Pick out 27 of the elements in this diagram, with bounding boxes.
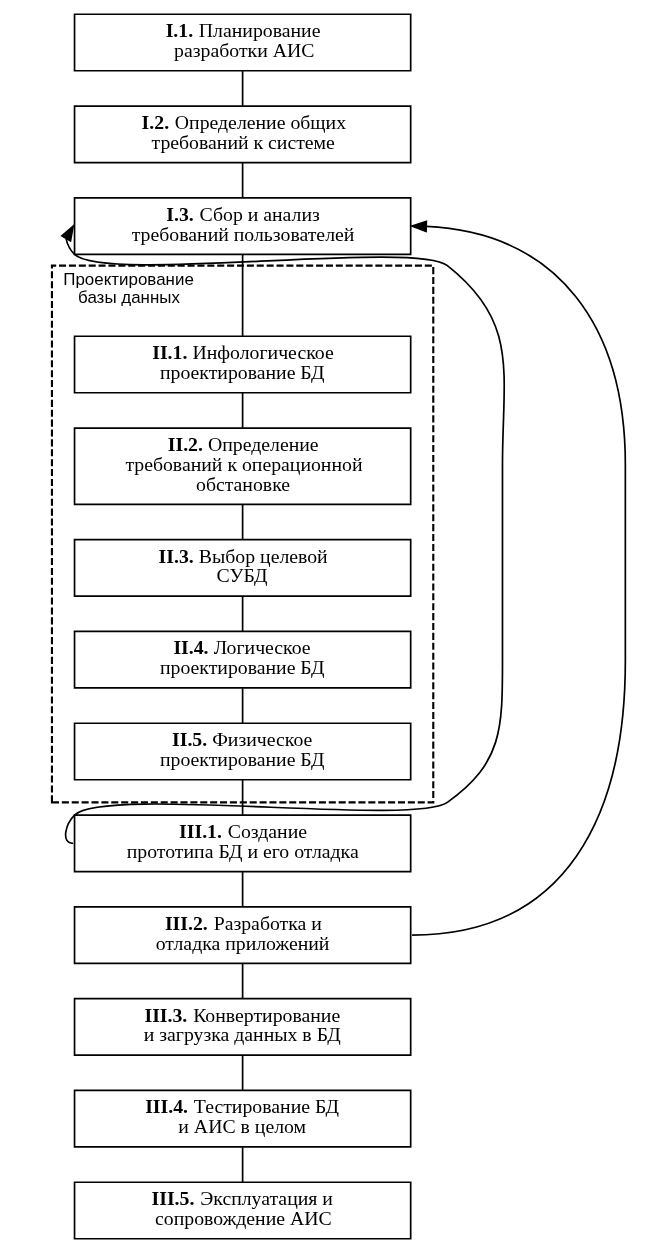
node-box: III.3. Конвертирование и загрузка данных в БД xyxy=(73,997,412,1056)
node-box: I.2. Определение общих требований к системе xyxy=(73,105,412,164)
connector xyxy=(241,687,243,724)
arrow xyxy=(59,223,505,845)
connector xyxy=(241,162,243,199)
connector xyxy=(241,595,243,633)
node-box: III.1. Создание прототипа БД и его отладка xyxy=(73,814,412,873)
node-box: II.2. Определение требований к операционной обстановке xyxy=(73,427,412,506)
arrow xyxy=(409,220,626,936)
connector xyxy=(241,962,243,1000)
connector xyxy=(241,871,243,908)
connector xyxy=(241,1054,243,1092)
connector xyxy=(241,254,243,337)
node-box: I.3. Сбор и анализ требований пользователей xyxy=(73,197,412,256)
connector xyxy=(241,392,243,429)
node-box: III.2. Разработка и отладка приложений xyxy=(73,906,412,965)
node-box: II.4. Логическое проектирование БД xyxy=(73,630,412,689)
node-box: III.5. Эксплуатация и сопровождение АИС xyxy=(73,1181,412,1240)
node-box: II.1. Инфологическое проектирование БД xyxy=(73,335,412,394)
node-box: II.5. Физическое проектирование БД xyxy=(73,722,412,781)
connector xyxy=(241,1146,243,1183)
connector xyxy=(241,503,243,541)
node-box: II.3. Выбор целевой СУБД xyxy=(73,538,412,597)
node-box: III.4. Тестирование БД и АИС в целом xyxy=(73,1089,412,1148)
connector xyxy=(241,779,243,816)
node-box: I.1. Планирование разработки АИС xyxy=(73,13,412,72)
connector xyxy=(241,70,243,107)
